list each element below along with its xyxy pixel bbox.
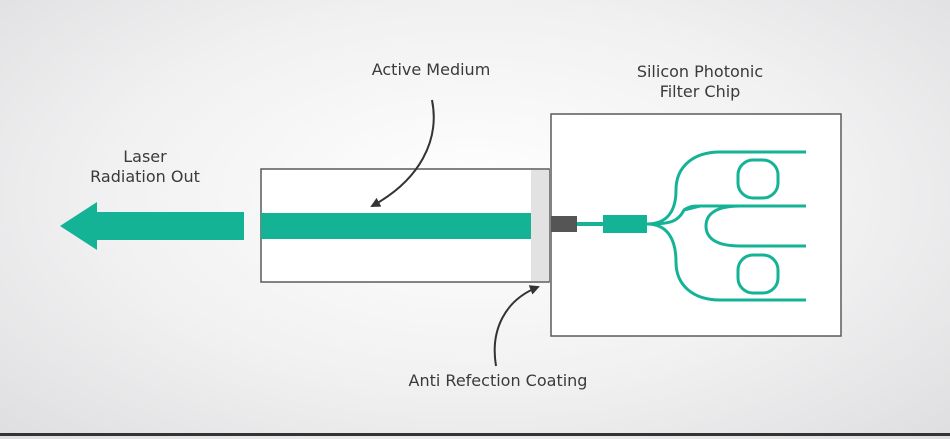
waveguide-taper — [603, 215, 647, 233]
active-medium-pointer-arrow — [370, 99, 435, 207]
lower-ring — [736, 253, 780, 295]
coupler-block — [551, 216, 577, 232]
coating-label: Anti Refection Coating — [408, 371, 588, 390]
lower-bus-waveguide — [646, 222, 806, 302]
active-medium-bar — [261, 213, 531, 239]
filter-chip-label-line2: Filter Chip — [659, 82, 741, 101]
upper-bus-waveguide — [646, 150, 806, 226]
laser-output-label-line2: Radiation Out — [90, 167, 200, 186]
laser-output-label: Laser Radiation Out — [70, 147, 220, 187]
laser-output-arrow — [60, 202, 244, 250]
upper-ring — [736, 158, 780, 200]
ring-resonator-network — [646, 150, 806, 302]
anti-reflection-coating — [531, 170, 549, 281]
active-medium-label: Active Medium — [371, 60, 491, 79]
coating-pointer-arrow — [493, 285, 540, 367]
middle-loop-waveguide — [704, 204, 806, 248]
bottom-border — [0, 433, 950, 436]
laser-output-label-line1: Laser — [123, 147, 167, 166]
filter-chip-label-line1: Silicon Photonic — [636, 62, 764, 81]
filter-chip-label: Silicon Photonic Filter Chip — [620, 62, 780, 102]
